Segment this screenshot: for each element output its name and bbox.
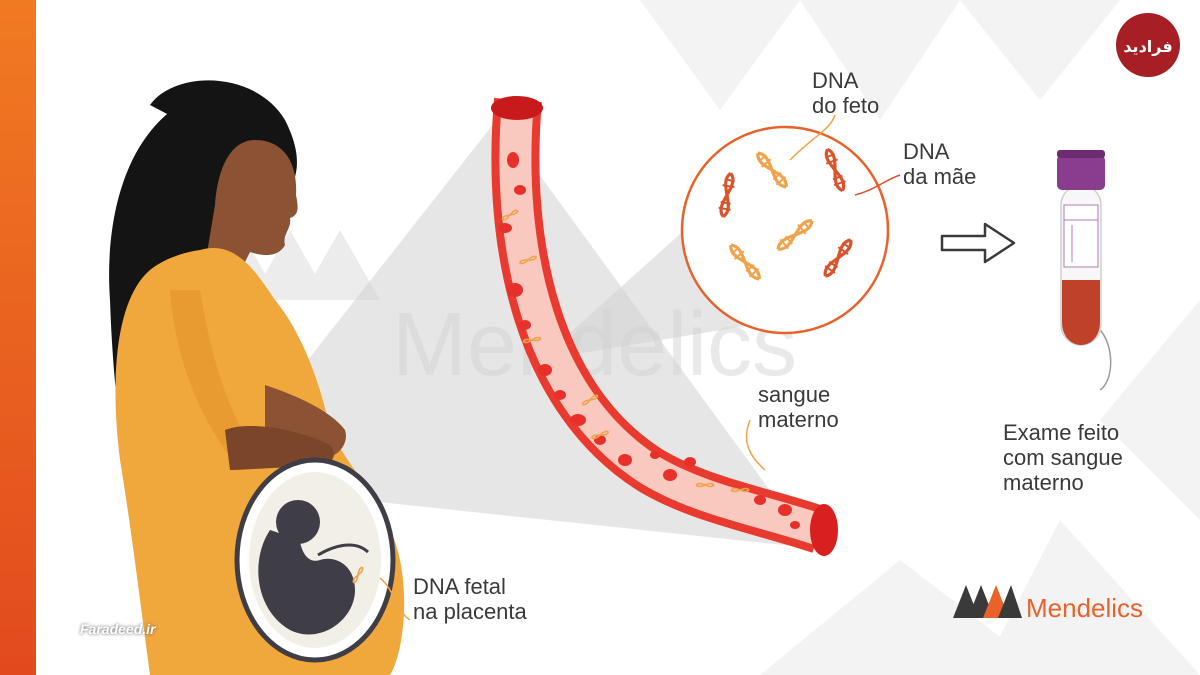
blood-cells bbox=[498, 152, 800, 529]
label-maternal-blood-line2: materno bbox=[758, 407, 839, 432]
blood-test-tube bbox=[1057, 150, 1105, 346]
label-fetal-dna-line1: DNA bbox=[812, 68, 859, 93]
brand-name: Mendelics bbox=[1026, 593, 1144, 623]
label-placenta-line2: na placenta bbox=[413, 599, 527, 624]
label-placenta-dna: DNA fetal na placenta bbox=[413, 574, 527, 624]
label-maternal-blood-line1: sangue bbox=[758, 382, 831, 407]
label-exam-line3: materno bbox=[1003, 470, 1084, 495]
label-fetal-dna-line2: do feto bbox=[812, 93, 880, 118]
vessel-bottom-opening bbox=[810, 504, 838, 556]
face bbox=[205, 140, 298, 272]
label-exam: Exame feito com sangue materno bbox=[1003, 420, 1123, 495]
label-placenta-line1: DNA fetal bbox=[413, 574, 506, 599]
mendelics-logo-icon bbox=[953, 585, 1022, 618]
label-mother-dna-line2: da mãe bbox=[903, 164, 977, 189]
arrow-right-icon bbox=[940, 222, 1016, 264]
fetus bbox=[258, 500, 370, 635]
left-accent-bar bbox=[0, 0, 36, 675]
faradeed-badge-text: فرادید bbox=[1123, 37, 1172, 56]
source-watermark: Faradeed.ir bbox=[80, 621, 156, 637]
label-fetal-dna: DNA do feto bbox=[812, 68, 879, 118]
background-pattern bbox=[640, 0, 1200, 675]
blood-vessel bbox=[491, 96, 838, 556]
vessel-lumen bbox=[499, 98, 826, 546]
label-exam-line1: Exame feito bbox=[1003, 420, 1120, 445]
vessel-top-opening bbox=[491, 96, 543, 120]
faradeed-logo-icon: فرادید bbox=[42, 13, 1180, 641]
label-mother-dna-line1: DNA bbox=[903, 139, 950, 164]
label-exam-line2: com sangue bbox=[1003, 445, 1123, 470]
label-mother-dna: DNA da mãe bbox=[903, 139, 976, 189]
tube-cap bbox=[1057, 155, 1105, 190]
dress-shade bbox=[170, 290, 260, 470]
label-maternal-blood: sangue materno bbox=[758, 382, 839, 432]
dna-zoom-circle bbox=[680, 125, 890, 335]
